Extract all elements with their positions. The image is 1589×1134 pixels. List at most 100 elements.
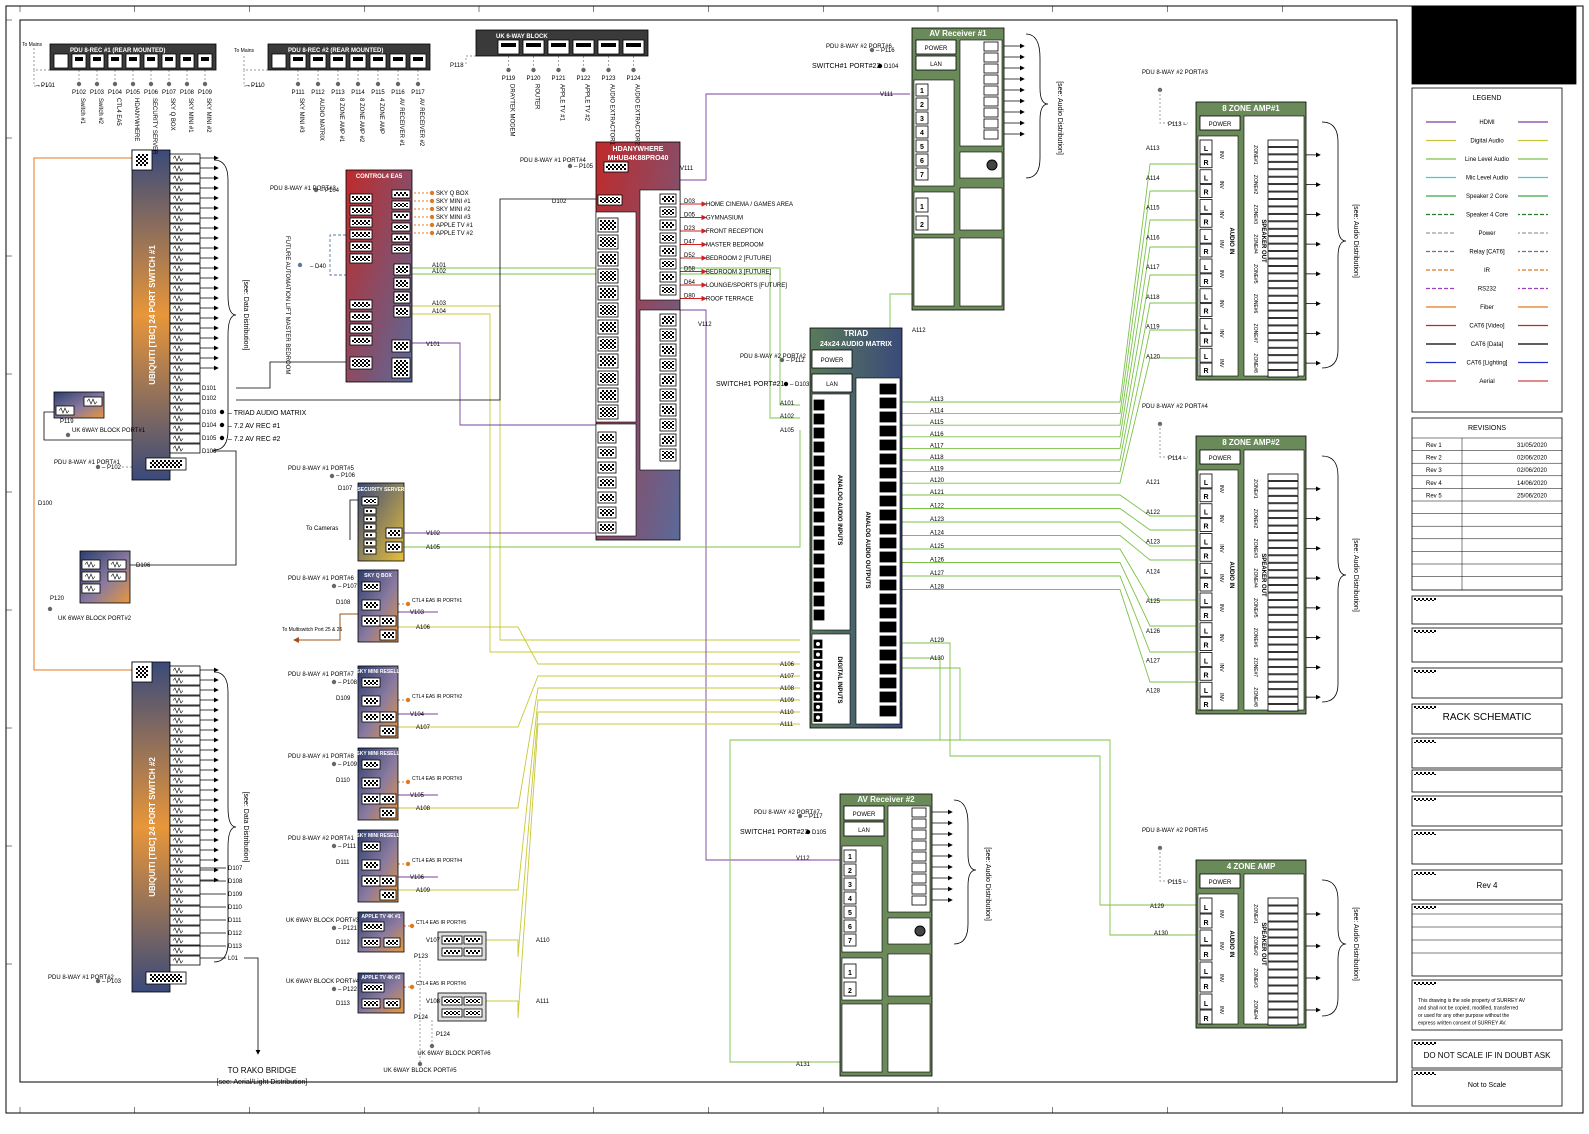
amp-inv-label: INV [1218,663,1224,672]
switch-port [169,433,201,444]
port-pins [600,322,616,332]
source-port [379,629,397,641]
audio-link [396,675,800,728]
jack-body [83,396,103,407]
audio-A126 [900,562,1200,627]
revision-name: Rev 5 [1426,493,1442,499]
amp-speaker-post [1267,191,1299,199]
avr-hdmi-out-num: 1 [848,970,852,977]
port-pins [600,449,614,456]
jack-body [169,685,201,696]
link-label: L01 [228,956,239,962]
avr-hdmi-out-1 [915,197,929,213]
jack-body [169,945,201,956]
switch-port [169,203,201,214]
avr-hdmi-in-num: 2 [920,102,924,109]
audio-label: A109 [416,888,431,894]
amp-in-l [1199,503,1213,519]
source-port [361,599,381,611]
video-label: V112 [698,322,712,328]
port-pins [352,359,370,367]
title-cell [1411,1039,1563,1069]
matrix-out-jack [879,607,897,619]
audio-A121 [900,494,1200,517]
jack-wave [172,205,184,212]
matrix-in-label: A101 [780,401,795,407]
port-pins [382,728,394,734]
legend-label: Digital Audio [1470,139,1504,145]
pdu-device-label: CTL4 EA5 [115,98,121,126]
switch-port [169,313,201,324]
amp-speaker-post [1267,562,1299,571]
amp-speaker-post [1267,295,1299,304]
hdmi-out-port [659,343,677,357]
amp-speaker-post [1267,607,1299,615]
switch-port [169,855,201,866]
legend-label: Relay [CAT6] [1469,250,1505,256]
matrix-pdu-label: PDU 8-WAY #2 PORT#2 [740,354,806,360]
amp-zone-label: ZONE#6 [1252,628,1258,648]
avr-hdmi-in-port [843,933,857,947]
revision-name: Rev 1 [1426,443,1442,449]
amp-in-r [1199,273,1213,288]
scale-note: Not to Scale [1468,1082,1506,1089]
avr-speaker-post [911,895,927,906]
amp-speaker-post [1267,1017,1299,1026]
jack-wave [172,677,184,684]
title-cell-tag [1414,872,1436,875]
amp-in-r [1199,518,1213,532]
amp-brace [1321,121,1347,369]
ir-dot [429,222,435,228]
avr-hdmi-in-num: 3 [848,882,852,889]
matrix-out-jack [879,677,897,689]
hdmi-out-port [659,373,677,387]
port-pins [444,950,460,954]
matrix-lan-label: LAN [826,382,838,388]
amp-in-l [1199,228,1213,244]
switch-port [169,785,201,796]
link-label: D105 [202,436,217,442]
jack-body [169,193,201,204]
jack-body [169,423,201,434]
audio-label: A105 [426,545,441,551]
switch-sfp-pins [136,154,148,166]
switch-port [169,253,201,264]
jack-wave [172,907,184,914]
port-pins [364,698,378,704]
legend-label-bg [1456,375,1518,383]
pdu-device-label: 4 ZONE AMP [378,98,384,134]
hdmi-in-port [597,370,619,386]
audio-label: A106 [780,662,795,668]
jack-body [169,785,201,796]
amp-in-r-label: R [1203,338,1208,345]
hdanywhere-title: HDANYWHERE [613,146,664,153]
control4-port [349,323,373,334]
jack-wave [172,667,184,674]
avr-speaker-post [911,818,927,829]
amp-in-l-label: L [1204,146,1209,153]
port-pins [352,196,370,201]
source-ir-label: CTL4 EA5 IR PORT#4 [412,858,462,864]
audio-A120 [900,357,1200,484]
avr-lan-label: LAN [930,62,942,68]
video-label: V103 [410,610,425,616]
security-cameras-label: To Cameras [306,526,338,532]
amp-speaker-post [1267,1009,1299,1018]
audio-out-port [597,476,617,489]
source-pdu-dot [331,583,337,589]
pdu-title: PDU 8-REC #2 (REAR MOUNTED) [288,48,383,54]
power-dot [506,67,511,73]
matrix-out-jack [879,523,897,535]
amp-in-l-label: L [1204,539,1209,546]
hdmi-out-port [659,328,677,342]
amp-in-l-label: L [1204,480,1209,487]
matrix-out-jack [879,425,897,437]
avr-hdmi-out-num: 2 [920,222,924,229]
amp-speaker-post [1267,488,1299,496]
avr-switch-port: D105 [812,830,827,836]
amp-in-l-label: L [1204,937,1209,944]
amp-inv-label: INV [1218,151,1224,160]
